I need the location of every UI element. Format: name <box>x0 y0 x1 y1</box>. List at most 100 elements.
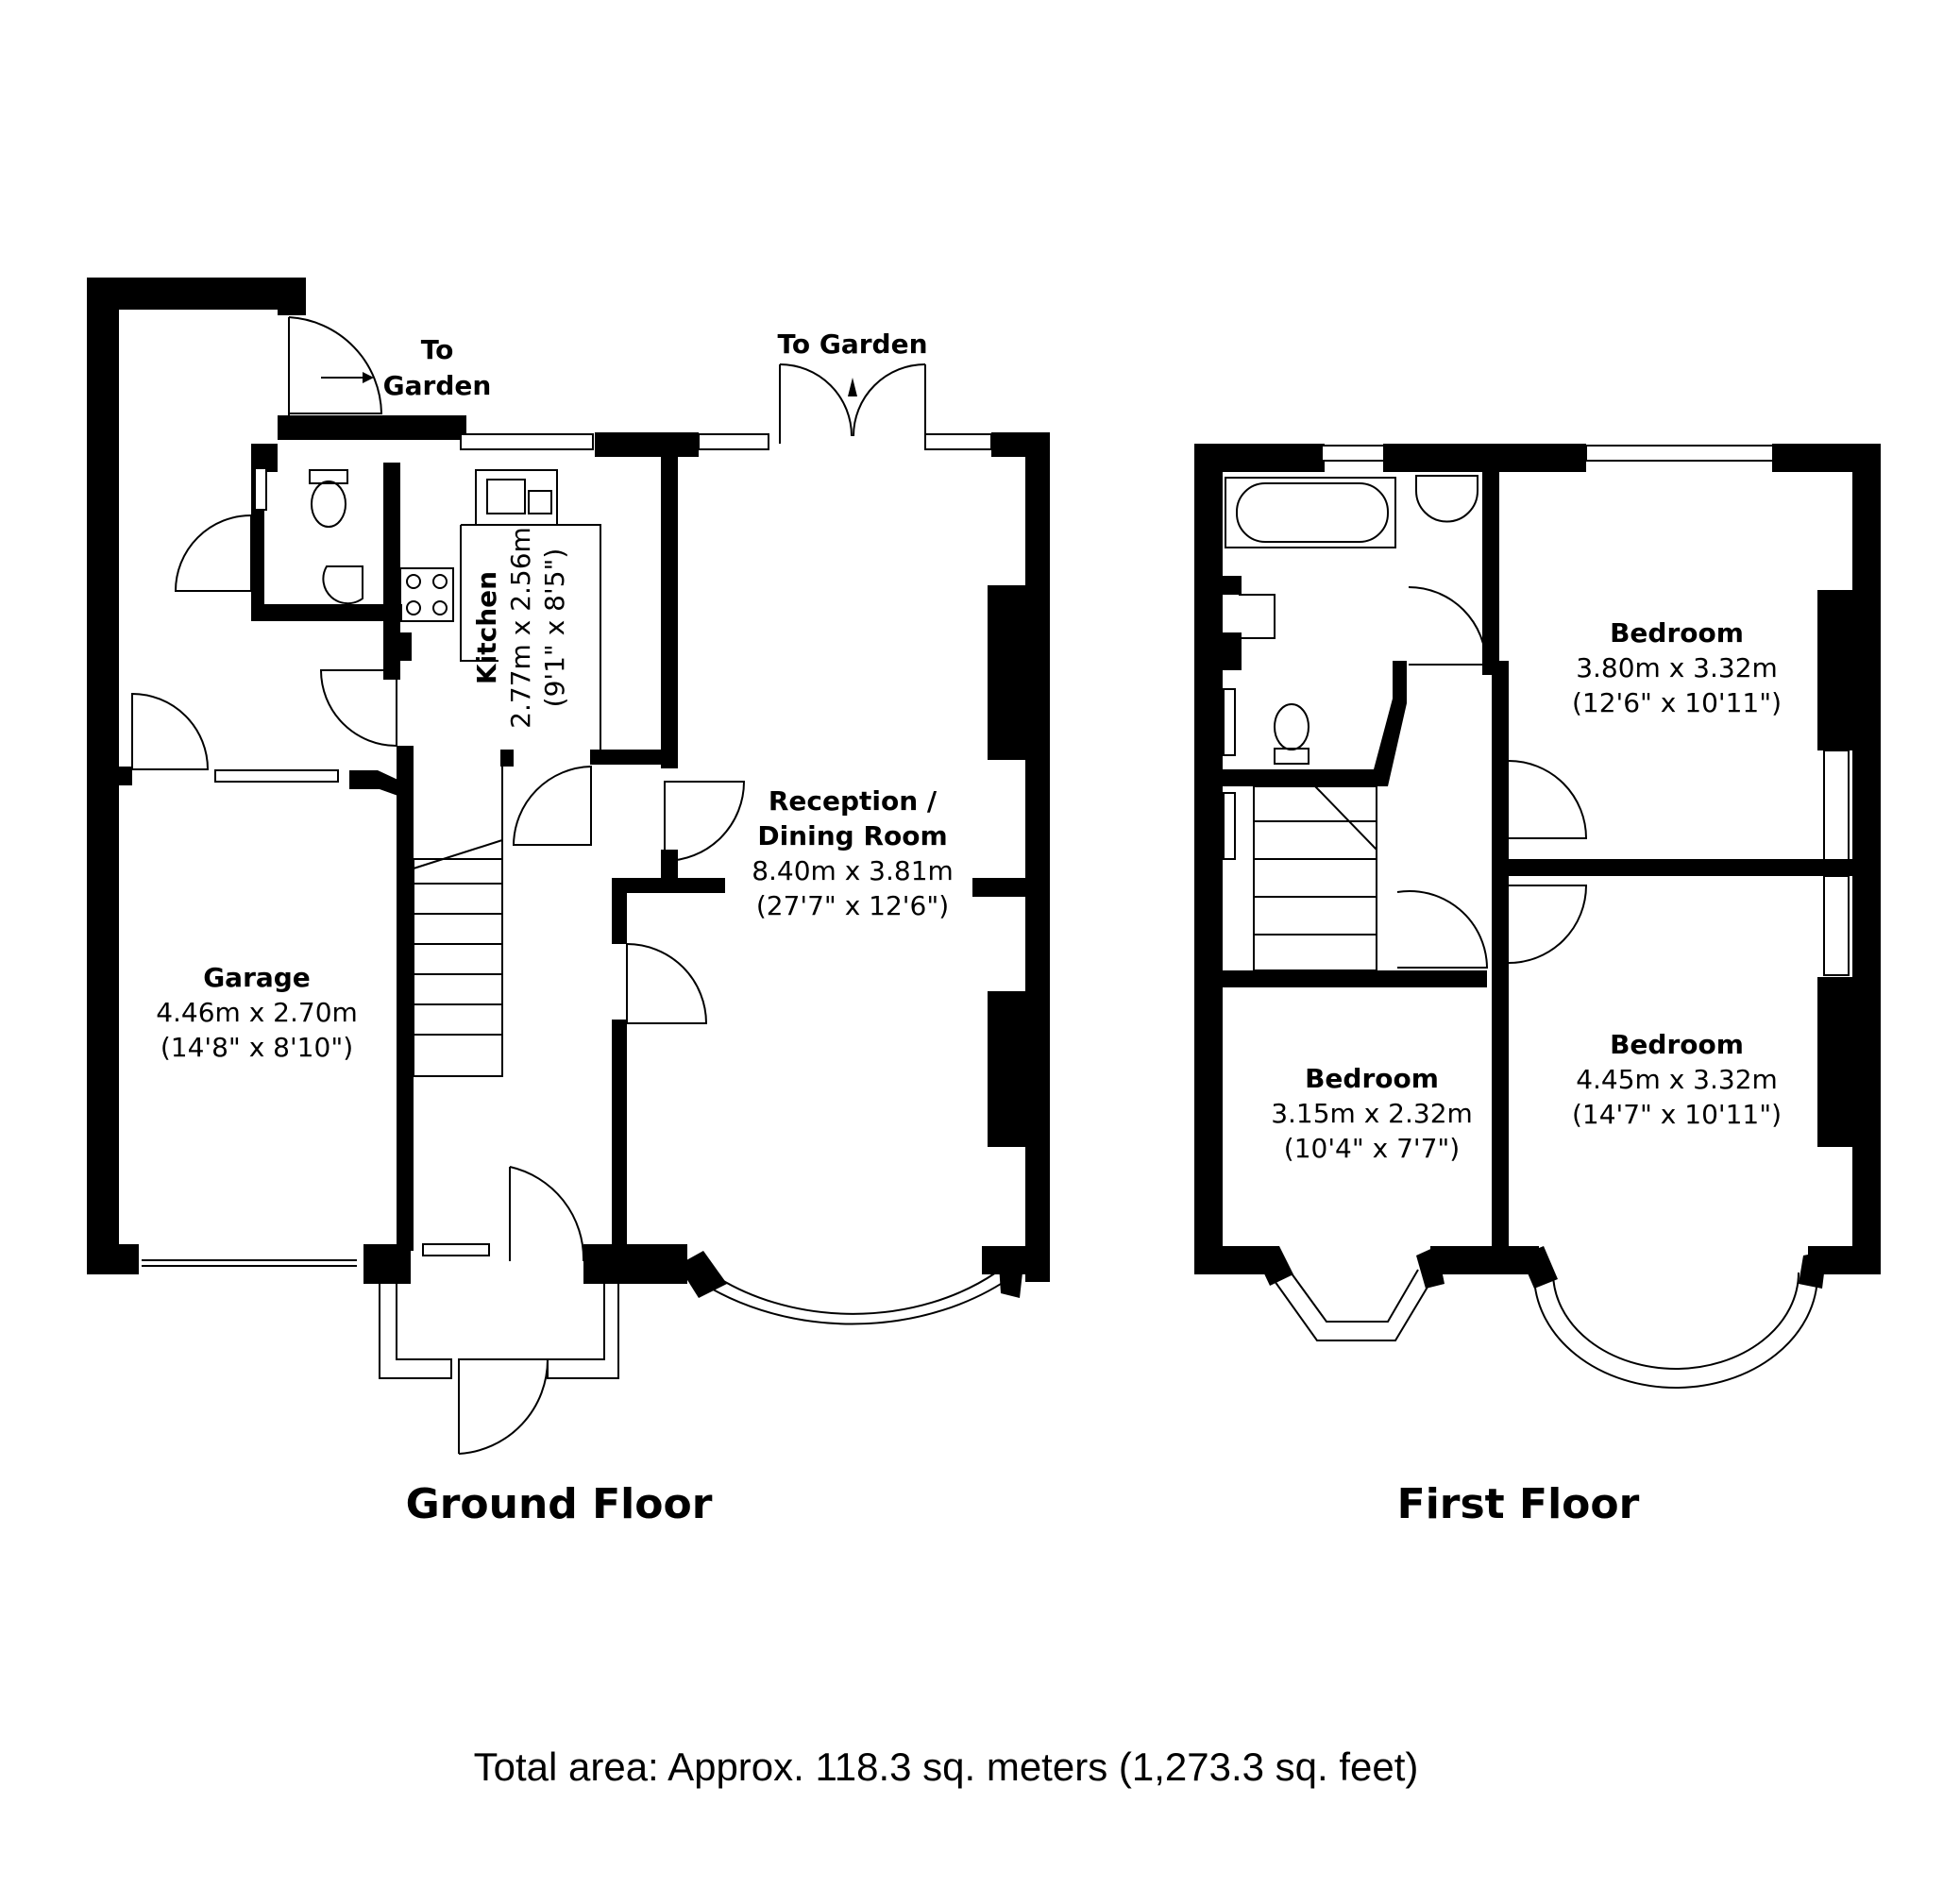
window <box>698 433 769 450</box>
bath-icon <box>1225 477 1396 548</box>
basin-icon <box>322 565 363 605</box>
door-swing <box>288 316 383 414</box>
door-swing <box>626 942 708 1024</box>
garage-metric: 4.46m x 2.70m <box>156 997 358 1028</box>
wall <box>612 878 627 944</box>
wall <box>397 746 414 1251</box>
staircase <box>1253 785 1377 971</box>
toilet-icon <box>311 480 346 528</box>
door-swing <box>1408 586 1488 666</box>
garden-label-left-2: Garden <box>383 370 492 401</box>
wall <box>1482 472 1499 675</box>
wall <box>1256 1246 1293 1286</box>
wall <box>1416 1246 1445 1289</box>
door-swing <box>779 363 926 437</box>
bedroom-3-name: Bedroom <box>1610 1029 1744 1060</box>
wall <box>1492 661 1509 765</box>
hob-icon <box>432 574 448 589</box>
bedroom-2-imperial: (10'4" x 7'7") <box>1284 1133 1460 1164</box>
window <box>924 433 992 450</box>
bedroom-3-metric: 4.45m x 3.32m <box>1576 1064 1778 1095</box>
wall <box>595 432 699 457</box>
total-area: Total area: Approx. 118.3 sq. meters (1,… <box>474 1745 1419 1789</box>
door-swing <box>174 514 252 592</box>
counter <box>461 524 601 750</box>
wall <box>87 767 132 785</box>
bay-window <box>688 1273 1016 1325</box>
bay-window <box>1533 1273 1818 1389</box>
wall <box>1194 444 1325 472</box>
wall <box>1817 977 1855 1147</box>
garden-label-left-1: To <box>421 334 454 365</box>
toilet-icon <box>309 469 348 484</box>
wall <box>500 750 514 767</box>
wall <box>1383 444 1586 472</box>
wall <box>363 1244 411 1284</box>
cupboard <box>1239 594 1276 639</box>
sink-icon <box>528 490 552 514</box>
wall <box>583 1244 687 1284</box>
toilet-icon <box>1274 748 1309 765</box>
arrow-head <box>363 372 374 383</box>
bedroom-1-metric: 3.80m x 3.32m <box>1576 652 1778 683</box>
wall <box>1218 769 1378 786</box>
wall <box>988 991 1025 1147</box>
wall <box>349 770 406 799</box>
bay-window <box>709 1272 997 1315</box>
basin-icon <box>1415 475 1478 523</box>
wall <box>661 850 678 887</box>
reception-metric: 8.40m x 3.81m <box>752 855 954 886</box>
hob-icon <box>406 574 421 589</box>
reception-name-2: Dining Room <box>757 820 947 851</box>
wall <box>1492 765 1509 1274</box>
hob-icon <box>432 600 448 615</box>
kitchen-imperial: (9'1" x 8'5") <box>539 548 570 708</box>
garage-imperial: (14'8" x 8'10") <box>161 1032 353 1063</box>
wall <box>612 1020 627 1256</box>
garden-label-right: To Garden <box>777 329 927 360</box>
ground-floor-plan <box>87 278 1050 1455</box>
wall <box>678 1251 727 1298</box>
wall <box>1223 970 1487 987</box>
door-swing <box>1396 889 1489 969</box>
arrow-head <box>848 378 857 396</box>
first-floor-plan <box>1194 444 1881 1389</box>
wall <box>1194 444 1223 1273</box>
window <box>1585 445 1774 462</box>
window <box>254 467 267 511</box>
wardrobe <box>1823 875 1850 976</box>
wall <box>1492 850 1509 906</box>
wall <box>590 750 666 765</box>
wall <box>383 463 400 680</box>
wall <box>1194 632 1242 670</box>
sink-icon <box>486 479 526 514</box>
bay-window <box>1269 1273 1436 1341</box>
wall <box>1799 1251 1827 1289</box>
wall <box>972 878 1029 897</box>
bedroom-3-imperial: (14'7" x 10'11") <box>1572 1099 1782 1130</box>
kitchen-metric: 2.77m x 2.56m <box>505 527 536 729</box>
wall <box>1194 576 1242 595</box>
wardrobe <box>1823 750 1850 865</box>
door-swing <box>512 765 592 846</box>
kitchen-name: Kitchen <box>471 571 502 684</box>
wall <box>278 278 306 315</box>
wall <box>1520 1246 1558 1289</box>
window <box>214 769 339 783</box>
wall <box>661 457 678 768</box>
reception-name-1: Reception / <box>769 785 938 817</box>
toilet-icon <box>1274 703 1309 750</box>
wall <box>1492 859 1869 876</box>
wall <box>87 1244 139 1274</box>
wall <box>988 585 1025 760</box>
staircase <box>413 765 503 1077</box>
bedroom-1-name: Bedroom <box>1610 617 1744 649</box>
wall <box>251 604 402 621</box>
bedroom-1-imperial: (12'6" x 10'11") <box>1572 687 1782 718</box>
reception-imperial: (27'7" x 12'6") <box>756 890 949 921</box>
door-swing <box>319 669 397 748</box>
window <box>1223 792 1236 860</box>
hob-icon <box>399 567 454 622</box>
garage-name: Garage <box>203 962 311 993</box>
